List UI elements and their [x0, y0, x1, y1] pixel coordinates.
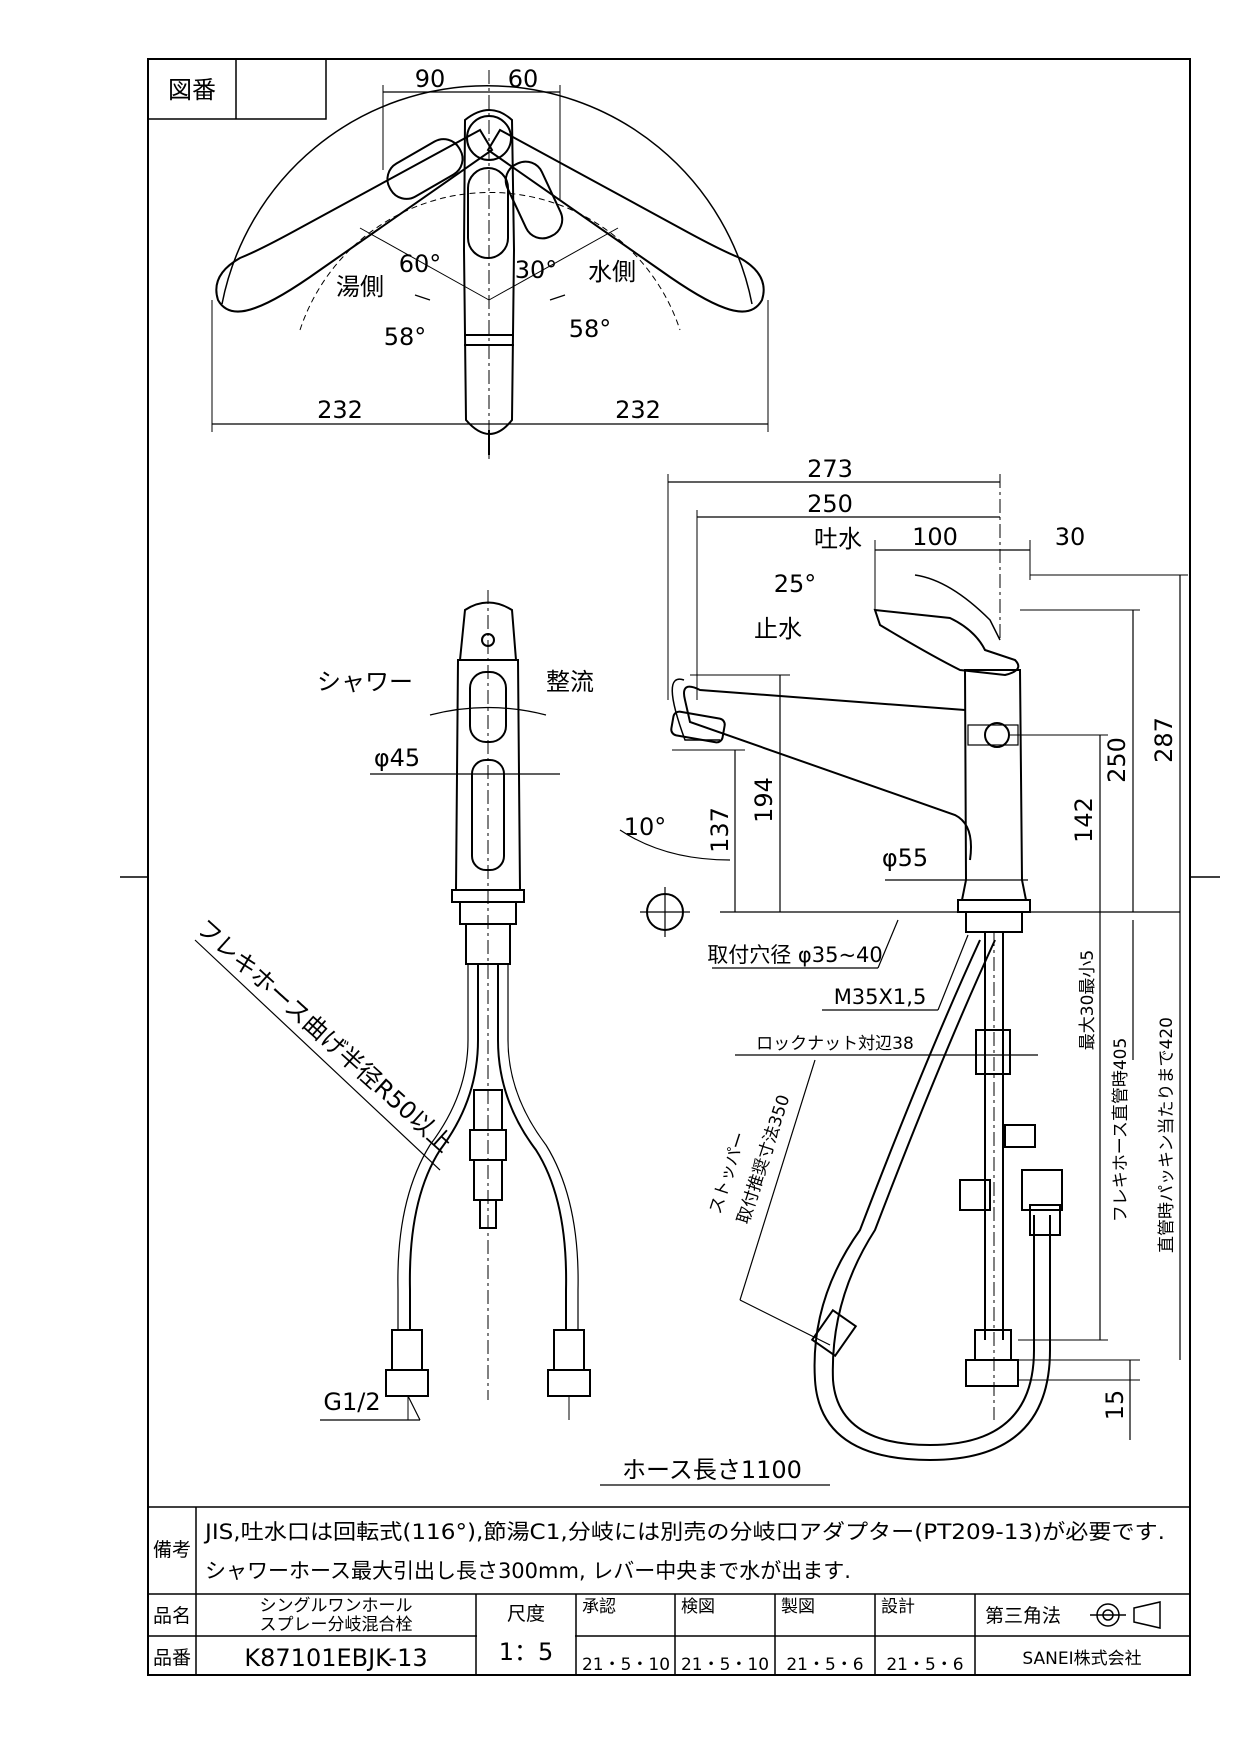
checked-date: 21・5・10: [681, 1655, 769, 1675]
front-view: [194, 590, 591, 1421]
g-half-label: G1/2: [323, 1388, 380, 1416]
dia-55: φ55: [882, 844, 928, 872]
straight-flow-label: 整流: [546, 668, 594, 696]
flex-hose-bend-label: フレキホース曲げ半径R50以上: [191, 914, 458, 1158]
shower-label: シャワー: [317, 668, 413, 696]
product-name-label: 品名: [153, 1605, 191, 1627]
dim-250-top: 250: [807, 490, 853, 518]
max30-min5-label: 最大30最小5: [1078, 950, 1098, 1050]
mount-hole-label: 取付穴径 φ35~40: [707, 943, 883, 967]
product-number: K87101EBJK-13: [244, 1644, 427, 1672]
locknut-label: ロックナット対辺38: [756, 1034, 914, 1054]
angle-58-right: 58°: [569, 315, 612, 343]
dim-194: 194: [750, 777, 778, 823]
scale-label: 尺度: [507, 1603, 545, 1625]
dim-30: 30: [1055, 523, 1086, 551]
straight-packing-label: 直管時パッキン当たりまで420: [1157, 1017, 1177, 1253]
angle-60: 60°: [399, 250, 442, 278]
side-view: [600, 474, 1188, 1486]
angle-25: 25°: [774, 570, 817, 598]
checked-label: 検図: [681, 1597, 715, 1617]
remarks-line-1: JIS,吐水口は回転式(116°),節湯C1,分岐には別売の分岐口アダプター(P…: [203, 1520, 1165, 1544]
dim-232-right: 232: [615, 396, 661, 424]
dim-137: 137: [706, 807, 734, 853]
product-name-line-1: シングルワンホール: [260, 1596, 413, 1616]
dim-90: 90: [415, 65, 446, 93]
scale-value: 1：5: [499, 1638, 554, 1666]
dim-232-left: 232: [317, 396, 363, 424]
hot-side-label: 湯側: [336, 273, 384, 301]
designed-label: 設計: [881, 1597, 915, 1617]
company-name: SANEI株式会社: [1022, 1649, 1141, 1669]
dim-250-right: 250: [1103, 737, 1131, 783]
product-name-line-2: スプレー分岐混合栓: [260, 1615, 413, 1635]
remarks-line-2: シャワーホース最大引出し長さ300mm, レバー中央まで水が出ます.: [205, 1559, 851, 1583]
dia-45: φ45: [374, 744, 420, 772]
approved-label: 承認: [582, 1597, 616, 1617]
dim-287: 287: [1150, 717, 1178, 763]
approved-date: 21・5・10: [582, 1655, 670, 1675]
designed-date: 21・5・6: [886, 1655, 963, 1675]
flex-straight-label: フレキホース直管時405: [1111, 1038, 1131, 1223]
outer-frame: [147, 58, 1191, 1676]
drawn-date: 21・5・6: [786, 1655, 863, 1675]
angle-10: 10°: [624, 813, 667, 841]
top-view: [211, 70, 769, 460]
dim-15: 15: [1101, 1390, 1129, 1421]
drawn-label: 製図: [781, 1597, 815, 1617]
remarks-box: [148, 1506, 1190, 1595]
remarks-label: 備考: [153, 1539, 191, 1561]
title-block: [148, 1594, 1190, 1675]
dim-142: 142: [1070, 797, 1098, 843]
spout-label: 吐水: [814, 525, 862, 553]
thread-label: M35X1,5: [834, 985, 927, 1009]
dim-60: 60: [508, 65, 539, 93]
drawing-number-box: [147, 58, 327, 120]
cold-side-label: 水側: [588, 258, 636, 286]
hose-length-label: ホース長さ1100: [622, 1456, 802, 1484]
third-angle-projection-icon: [1090, 1601, 1161, 1629]
dim-273: 273: [807, 455, 853, 483]
angle-58-left: 58°: [384, 323, 427, 351]
product-number-label: 品番: [153, 1647, 191, 1669]
projection-label: 第三角法: [985, 1605, 1061, 1627]
stop-water-label: 止水: [754, 615, 802, 643]
drawing-number-label: 図番: [168, 76, 216, 104]
angle-30: 30°: [515, 256, 558, 284]
dim-100: 100: [912, 523, 958, 551]
